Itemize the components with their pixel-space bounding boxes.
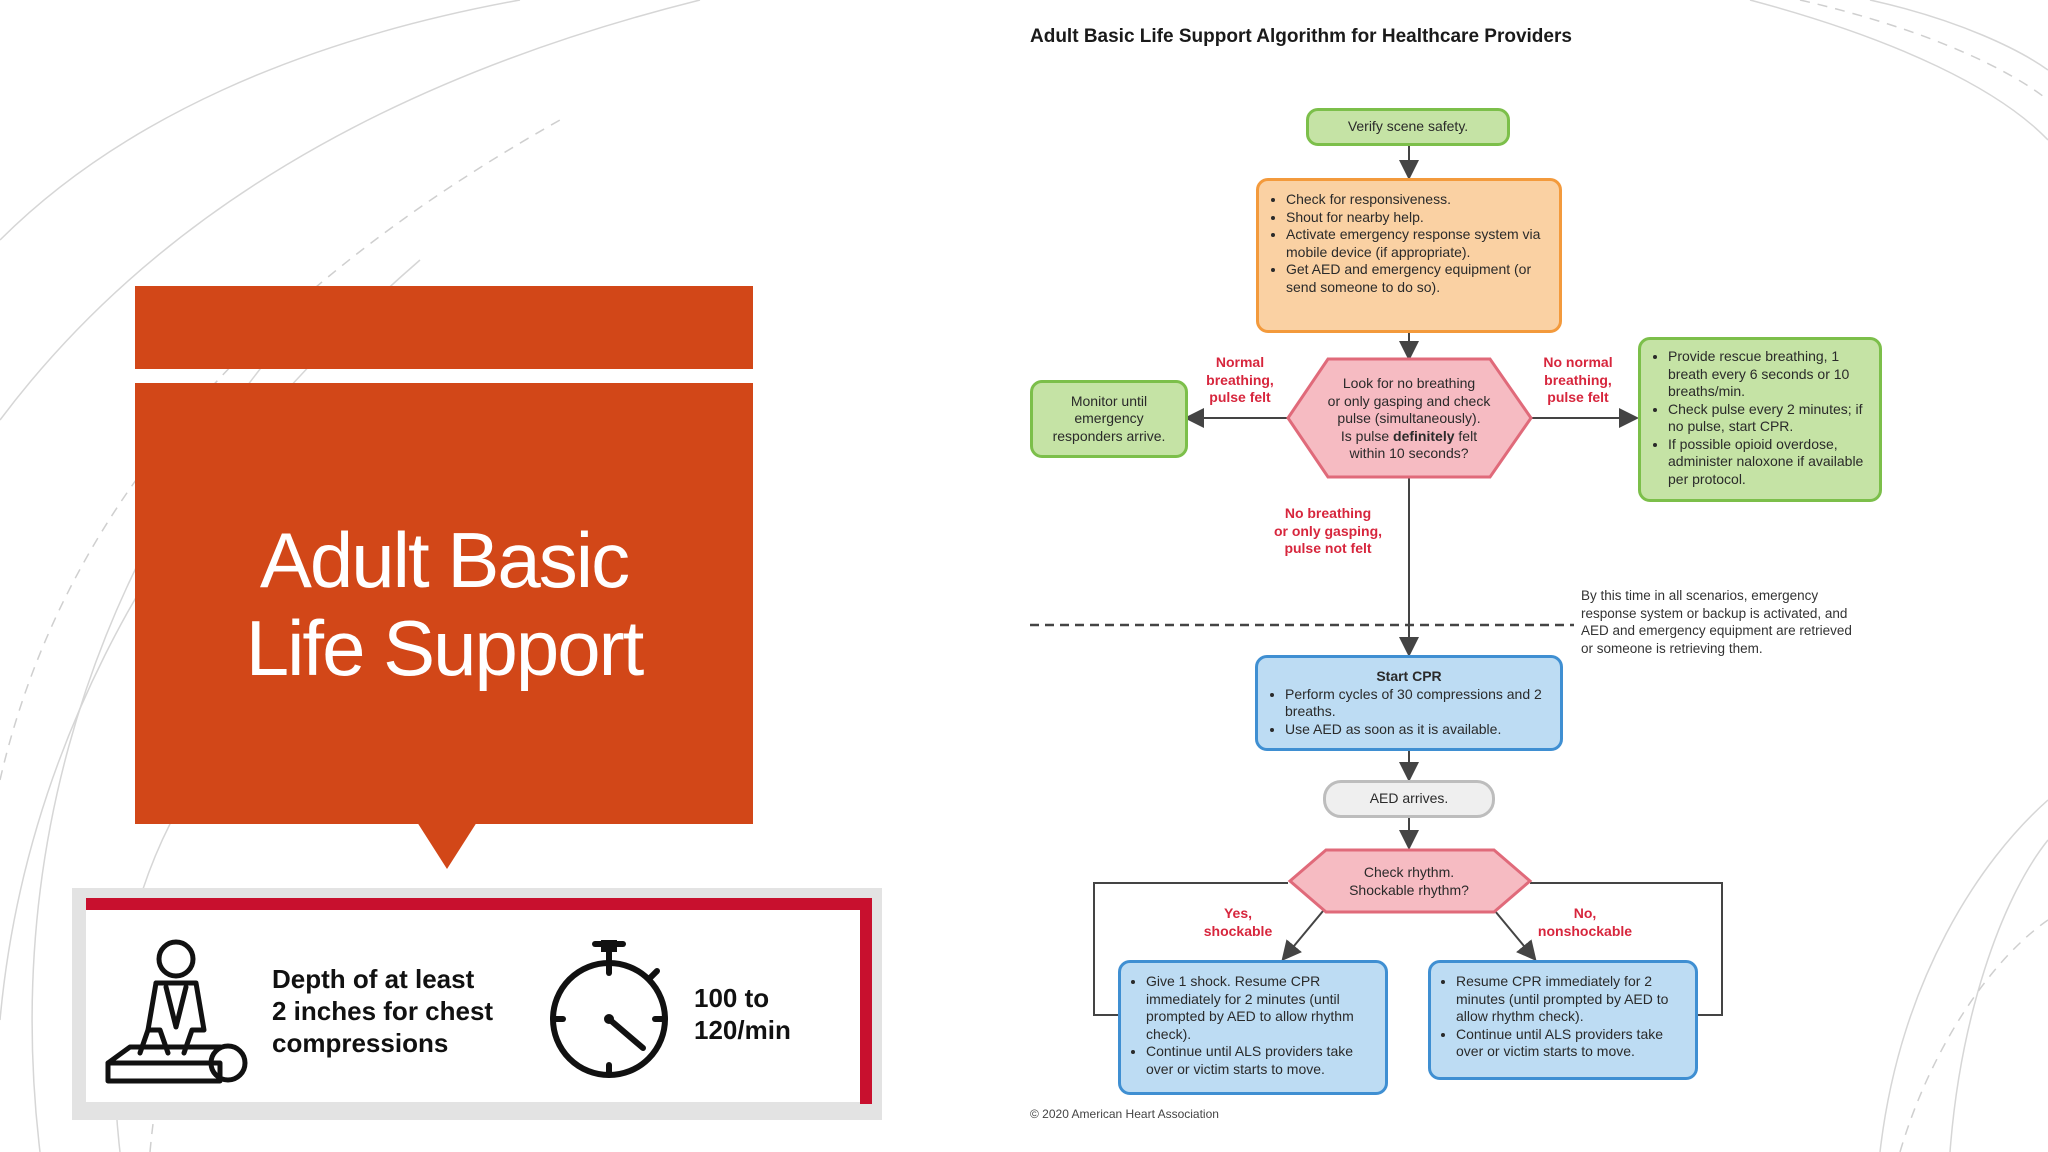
assess-line: pulse (simultaneously). — [1337, 410, 1481, 426]
label-normal-breathing: Normal breathing, pulse felt — [1206, 354, 1274, 405]
verify-scene-text: Verify scene safety. — [1347, 118, 1469, 135]
cpr-compression-icon — [105, 939, 248, 1084]
title-pointer — [417, 822, 477, 869]
rhythm-text: Check rhythm. Shockable rhythm? — [1349, 864, 1469, 898]
assess-hexagon — [1286, 357, 1533, 479]
depth-text: Depth of at least 2 inches for chest com… — [272, 963, 493, 1059]
rate-text: 100 to 120/min — [694, 982, 791, 1046]
monitor-text: Monitor until emergency responders arriv… — [1052, 392, 1166, 444]
assess-text: Look for no breathing or only gasping an… — [1318, 375, 1500, 463]
copyright-text: © 2020 American Heart Association — [1030, 1107, 1219, 1121]
label-no-breathing: No breathing or only gasping, pulse not … — [1273, 505, 1383, 556]
rescue-item: Check pulse every 2 minutes; if no pulse… — [1668, 401, 1871, 436]
title-accent-strip — [135, 286, 753, 369]
monitor-box: Monitor until emergency responders arriv… — [1030, 380, 1188, 458]
assess-line-pulse: Is pulse definitely felt — [1340, 427, 1478, 444]
flowchart-title: Adult Basic Life Support Algorithm for H… — [1030, 26, 1572, 47]
aed-arrives-text: AED arrives. — [1369, 790, 1449, 807]
cpr-item: Perform cycles of 30 compressions and 2 … — [1285, 686, 1550, 721]
resume-cpr-box: Resume CPR immediately for 2 minutes (un… — [1428, 960, 1698, 1080]
rescue-breathing-box: Provide rescue breathing, 1 breath every… — [1638, 337, 1882, 502]
assess-line: Look for no breathing — [1342, 375, 1476, 391]
assess-line: or only gasping and check — [1327, 392, 1491, 409]
cpr-item: Use AED as soon as it is available. — [1285, 721, 1550, 739]
depth-line-2: 2 inches for chest — [272, 996, 494, 1026]
emergency-note: By this time in all scenarios, emergency… — [1581, 588, 1852, 656]
assess-line: within 10 seconds? — [1349, 445, 1469, 461]
label-shockable: Yes, shockable — [1203, 905, 1273, 939]
stopwatch-icon — [550, 940, 668, 1078]
rhythm-hexagon — [1287, 848, 1533, 914]
rate-line-2: 120/min — [694, 1015, 791, 1045]
check-item: Activate emergency response system via m… — [1286, 226, 1549, 261]
aed-arrives-box: AED arrives. — [1323, 780, 1495, 818]
label-nonshockable: No, nonshockable — [1537, 905, 1633, 939]
shock-box: Give 1 shock. Resume CPR immediately for… — [1118, 960, 1388, 1095]
title-box: Adult Basic Life Support — [135, 383, 753, 824]
resume-item: Resume CPR immediately for 2 minutes (un… — [1456, 973, 1685, 1026]
start-cpr-title: Start CPR — [1376, 668, 1442, 684]
rescue-item: If possible opioid overdose, administer … — [1668, 436, 1871, 489]
verify-scene-box: Verify scene safety. — [1306, 108, 1510, 146]
check-item: Check for responsiveness. — [1286, 191, 1549, 209]
start-cpr-box: Start CPR Perform cycles of 30 compressi… — [1255, 655, 1563, 751]
check-responsiveness-box: Check for responsiveness. Shout for near… — [1256, 178, 1562, 333]
depth-line-3: compressions — [272, 1028, 449, 1058]
cpr-card-right-border — [860, 898, 872, 1104]
cpr-card-top-border — [86, 898, 872, 910]
shock-item: Continue until ALS providers take over o… — [1146, 1043, 1375, 1078]
depth-line-1: Depth of at least — [272, 964, 475, 994]
shock-item: Give 1 shock. Resume CPR immediately for… — [1146, 973, 1375, 1043]
rescue-item: Provide rescue breathing, 1 breath every… — [1668, 348, 1871, 401]
label-no-normal-breathing: No normal breathing, pulse felt — [1543, 354, 1613, 405]
check-item: Get AED and emergency equipment (or send… — [1286, 261, 1549, 296]
rate-line-1: 100 to — [694, 983, 770, 1013]
slide-title: Adult Basic Life Support — [245, 515, 645, 692]
check-item: Shout for nearby help. — [1286, 209, 1549, 227]
resume-item: Continue until ALS providers take over o… — [1456, 1026, 1685, 1061]
cpr-card — [86, 898, 872, 1102]
